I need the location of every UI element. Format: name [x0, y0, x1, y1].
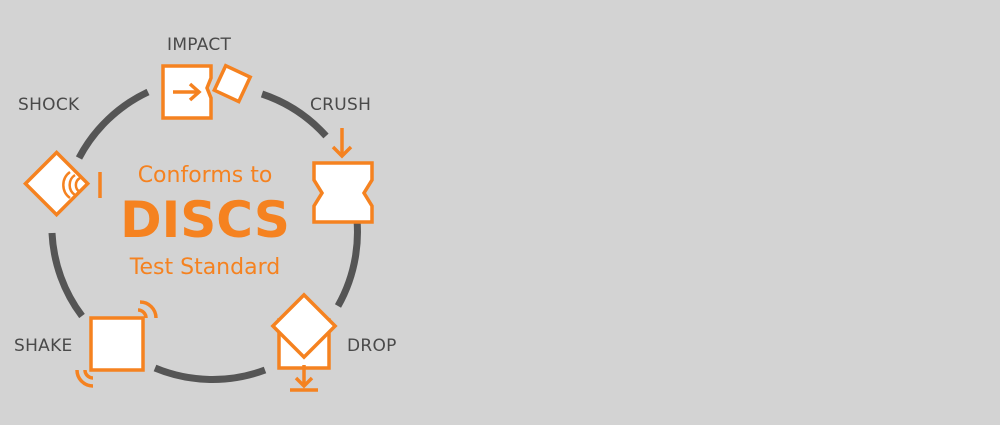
- drop-icon: [270, 292, 338, 392]
- shock-icon: [22, 149, 102, 218]
- shock-label: SHOCK: [18, 95, 80, 115]
- crush-icon: [312, 128, 374, 224]
- shake-label: SHAKE: [14, 336, 73, 356]
- impact-label: IMPACT: [167, 35, 232, 55]
- drop-label: DROP: [347, 336, 397, 356]
- impact-icon: [161, 63, 253, 120]
- crush-label: CRUSH: [310, 95, 372, 115]
- test-standard-text: Test Standard: [129, 255, 281, 280]
- discs-title: DISCS: [120, 191, 290, 249]
- conforms-text: Conforms to: [137, 163, 273, 188]
- shake-icon: [75, 300, 158, 388]
